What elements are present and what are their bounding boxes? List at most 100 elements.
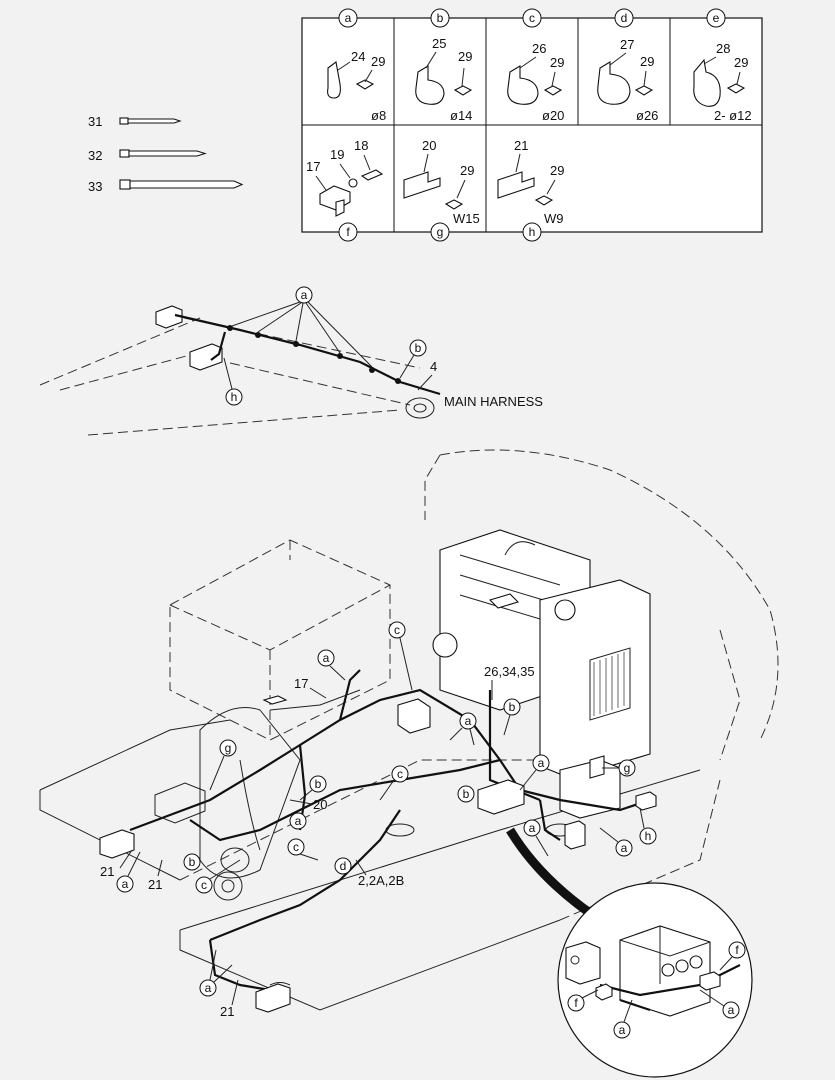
callout-a: a: [529, 821, 536, 835]
bolt-icon: [543, 85, 563, 96]
clamp-part-number: 28: [716, 41, 730, 56]
cell-letter: b: [437, 11, 444, 25]
clamp-icon: [327, 61, 341, 99]
boom-assembly: a b 4 h MAIN HARNESS: [39, 286, 543, 436]
engine: [432, 529, 651, 779]
callout-a: a: [323, 651, 330, 665]
boom-light-icon: [155, 305, 183, 329]
clamp-icon: [597, 61, 631, 105]
clamp-size: ø14: [450, 108, 472, 123]
tie-label-33: 33: [88, 179, 102, 194]
cell-letter: h: [529, 225, 536, 239]
cell-letter: g: [437, 225, 444, 239]
callout-a: a: [122, 877, 129, 891]
main-harness-label: MAIN HARNESS: [444, 394, 543, 409]
clamp-size: W9: [544, 211, 564, 226]
callout-f: f: [735, 943, 739, 957]
part-number-26-34-35: 26,34,35: [484, 664, 535, 679]
bolt-icon: [360, 169, 384, 181]
clamp-part-number: 27: [620, 37, 634, 52]
cell-letter: c: [529, 11, 535, 25]
sensor-icon: [397, 698, 431, 734]
callout-f: f: [574, 996, 578, 1010]
clip-icon: [497, 171, 535, 199]
callout-c: c: [397, 767, 403, 781]
clamp-part-number: 21: [514, 138, 528, 153]
cell-d: d 27 29 ø26: [597, 8, 658, 123]
cable-ties: 31 32 33: [88, 114, 244, 194]
callout-a: a: [538, 756, 545, 770]
part-number-17: 17: [306, 159, 320, 174]
boom-clamps: [227, 325, 401, 384]
clamp-size: 2- ø12: [714, 108, 752, 123]
cell-h: h 21 29 W9: [497, 138, 564, 242]
clamp-icon: [507, 65, 539, 105]
callout-b: b: [415, 341, 422, 355]
part-number-19: 19: [330, 147, 344, 162]
frame-callouts: 17 20 21 21 21 26,34,35 2,2A,2B a c a b …: [100, 621, 657, 1019]
bolt-part-number: 29: [371, 54, 385, 69]
upper-frame: [39, 449, 779, 1011]
clamp-size: ø26: [636, 108, 658, 123]
cell-a: a 24 29 ø8: [327, 8, 386, 123]
callout-a: a: [465, 714, 472, 728]
callout-g: g: [624, 761, 631, 775]
tie-label-31: 31: [88, 114, 102, 129]
clamp-icon: [415, 65, 445, 105]
callout-a: a: [205, 981, 212, 995]
cable-tie-icon: [129, 180, 244, 189]
callout-b: b: [189, 855, 196, 869]
part-number-17: 17: [294, 676, 308, 691]
callout-b: b: [463, 787, 470, 801]
bolt-part-number: 29: [550, 55, 564, 70]
part-number-2-2a-2b: 2,2A,2B: [358, 873, 404, 888]
bolt-part-number: 29: [640, 54, 654, 69]
bolt-icon: [534, 195, 554, 206]
callout-a: a: [621, 841, 628, 855]
cell-letter: e: [713, 11, 720, 25]
cell-g: g 20 29 W15: [403, 138, 480, 242]
callout-a: a: [619, 1023, 626, 1037]
callout-c: c: [293, 840, 299, 854]
cell-letter: a: [345, 11, 352, 25]
work-light-icon: [99, 829, 135, 859]
cell-c: c 26 29 ø20: [507, 8, 564, 123]
cell-letter: f: [346, 225, 350, 239]
callout-a: a: [301, 288, 308, 302]
callout-h: h: [231, 390, 238, 404]
callout-a: a: [295, 814, 302, 828]
callout-a: a: [728, 1003, 735, 1017]
clip-icon: [403, 171, 441, 199]
clamp-part-number: 20: [422, 138, 436, 153]
clamp-part-number: 26: [532, 41, 546, 56]
bolt-icon: [453, 85, 473, 96]
bolt-part-number: 29: [460, 163, 474, 178]
relay-box-icon: [477, 779, 525, 815]
detail-view: f f a a: [506, 827, 753, 1078]
cell-e: e 28 29 2- ø12: [693, 8, 752, 123]
part-number-4: 4: [430, 359, 437, 374]
cell-letter: d: [621, 11, 628, 25]
washer-icon: [348, 178, 358, 188]
work-light-icon: [255, 983, 291, 1013]
bolt-part-number: 29: [734, 55, 748, 70]
bolt-icon: [355, 79, 375, 90]
callout-d: d: [340, 859, 347, 873]
clamp-size: ø20: [542, 108, 564, 123]
cell-b: b 25 29 ø14: [415, 8, 473, 123]
clamp-size: ø8: [371, 108, 386, 123]
callout-g: g: [225, 741, 232, 755]
part-number-20: 20: [313, 797, 327, 812]
bolt-icon: [444, 199, 464, 210]
clamp-icon: [693, 58, 721, 107]
part-number-18: 18: [354, 138, 368, 153]
part-number-21: 21: [220, 1004, 234, 1019]
clamp-size: W15: [453, 211, 480, 226]
bolt-icon: [634, 85, 654, 96]
callout-h: h: [645, 829, 652, 843]
tie-label-32: 32: [88, 148, 102, 163]
boom-light-icon: [189, 343, 223, 371]
clamp-part-number: 25: [432, 36, 446, 51]
cable-tie-icon: [128, 150, 207, 157]
cable-tie-icon: [127, 118, 182, 124]
